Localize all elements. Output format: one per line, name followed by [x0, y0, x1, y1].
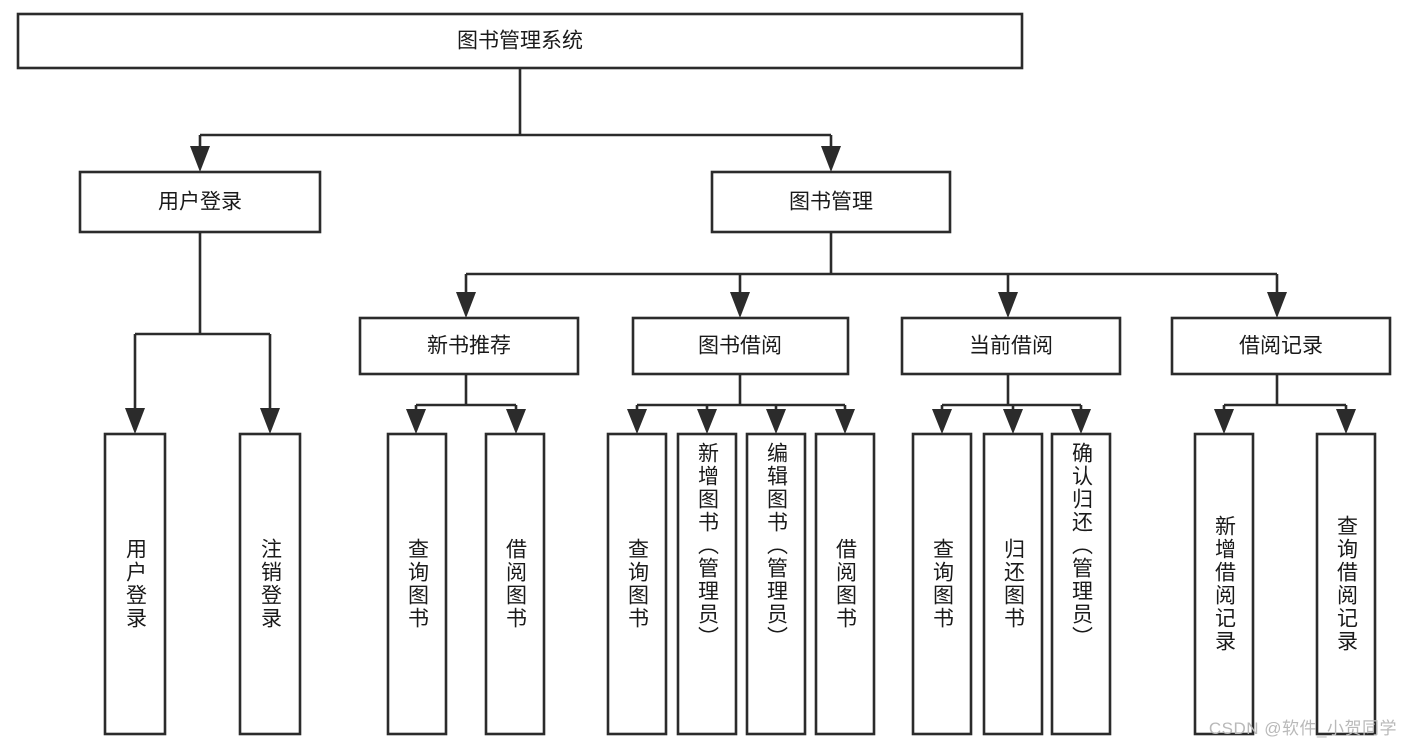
arrowhead-to-query-borrow-record — [1336, 409, 1356, 434]
arrowhead-to-confirm-return-admin — [1071, 409, 1091, 434]
node-book-borrow[interactable]: 图书借阅 — [631, 316, 850, 376]
node-borrow-book-1-box[interactable] — [484, 432, 546, 736]
node-query-book-3-box[interactable] — [911, 432, 973, 736]
node-borrow-book-2-box[interactable] — [814, 432, 876, 736]
node-book-manage-label: 图书管理 — [789, 191, 873, 214]
node-borrow-record[interactable]: 借阅记录 — [1170, 316, 1392, 376]
arrowhead-to-query-book-1 — [406, 409, 426, 434]
node-edit-book-admin-box[interactable] — [745, 432, 807, 736]
node-new-book-recommend[interactable]: 新书推荐 — [358, 316, 580, 376]
arrowhead-to-borrow-book-1 — [506, 409, 526, 434]
arrowhead-to-add-book-admin — [697, 409, 717, 434]
watermark-text: CSDN @软件_小贺同学 — [1208, 719, 1397, 738]
node-user-logout-box[interactable] — [238, 432, 302, 736]
node-confirm-return-admin-box[interactable] — [1050, 432, 1112, 736]
node-user-login-do-box[interactable] — [103, 432, 167, 736]
node-add-book-admin-box[interactable] — [676, 432, 738, 736]
arrowhead-to-user-login-do — [125, 408, 145, 434]
edges-layer — [133, 68, 1348, 409]
node-query-book-2-box[interactable] — [606, 432, 668, 736]
node-current-borrow-label: 当前借阅 — [969, 335, 1053, 358]
node-current-borrow-box[interactable] — [900, 316, 1122, 376]
arrowhead-to-current-borrow — [998, 292, 1018, 318]
node-root-system-box[interactable] — [16, 12, 1024, 70]
node-book-borrow-box[interactable] — [631, 316, 850, 376]
node-root-system-label: 图书管理系统 — [457, 30, 583, 53]
arrowhead-to-user-login — [190, 146, 210, 172]
node-query-book-1-box[interactable] — [386, 432, 448, 736]
arrowhead-to-book-manage — [821, 146, 841, 172]
arrowhead-to-user-logout — [260, 408, 280, 434]
arrowhead-to-edit-book-admin — [766, 409, 786, 434]
node-root-system[interactable]: 图书管理系统 — [16, 12, 1024, 70]
node-borrow-record-box[interactable] — [1170, 316, 1392, 376]
arrowhead-to-query-book-2 — [627, 409, 647, 434]
node-user-login-box[interactable] — [78, 170, 322, 234]
arrowhead-to-add-borrow-record — [1214, 409, 1234, 434]
arrowhead-to-new-book-recommend — [456, 292, 476, 318]
node-borrow-record-label: 借阅记录 — [1239, 335, 1323, 358]
node-current-borrow[interactable]: 当前借阅 — [900, 316, 1122, 376]
arrowhead-to-book-borrow — [730, 292, 750, 318]
node-book-borrow-label: 图书借阅 — [698, 335, 782, 358]
node-add-borrow-record-box[interactable] — [1193, 432, 1255, 736]
arrowhead-to-return-book — [1003, 409, 1023, 434]
nodes-layer: 图书管理系统 用户登录 图书管理 新书推荐 图书借阅 — [16, 12, 1392, 736]
node-return-book-box[interactable] — [982, 432, 1044, 736]
node-query-borrow-record-box[interactable] — [1315, 432, 1377, 736]
node-new-book-recommend-label: 新书推荐 — [427, 335, 511, 358]
leaf-boxes-layer — [103, 432, 1377, 736]
node-new-book-recommend-box[interactable] — [358, 316, 580, 376]
arrowhead-to-borrow-record — [1267, 292, 1287, 318]
node-user-login[interactable]: 用户登录 — [78, 170, 322, 234]
node-user-login-label: 用户登录 — [158, 191, 242, 214]
arrowhead-to-query-book-3 — [932, 409, 952, 434]
node-book-manage-box[interactable] — [710, 170, 952, 234]
node-book-manage[interactable]: 图书管理 — [710, 170, 952, 234]
arrowhead-to-borrow-book-2 — [835, 409, 855, 434]
arrowheads-layer — [125, 146, 1356, 434]
